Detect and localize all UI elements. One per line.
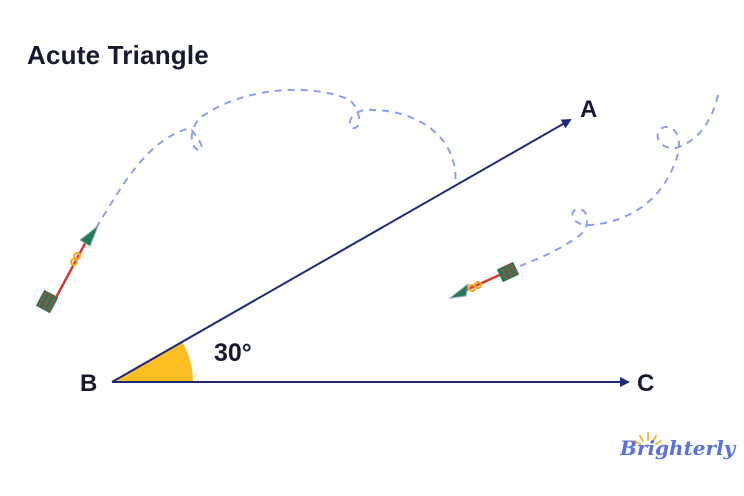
angle-value-label: 30°	[214, 339, 252, 367]
point-a-label: A	[580, 96, 598, 123]
ray-ba	[111, 119, 572, 383]
logo-sun-icon	[634, 432, 662, 445]
dashed-flight-path-right	[519, 94, 719, 267]
flying-arrow-left-icon	[35, 224, 100, 314]
angle-wedge	[112, 341, 193, 382]
point-b-label: B	[80, 370, 98, 397]
point-c-label: C	[637, 370, 655, 397]
dashed-flight-path-left	[95, 88, 457, 229]
flying-arrow-right-icon	[448, 261, 520, 299]
diagram-title: Acute Triangle	[27, 40, 209, 70]
brighterly-logo: Brighterly	[620, 436, 736, 460]
